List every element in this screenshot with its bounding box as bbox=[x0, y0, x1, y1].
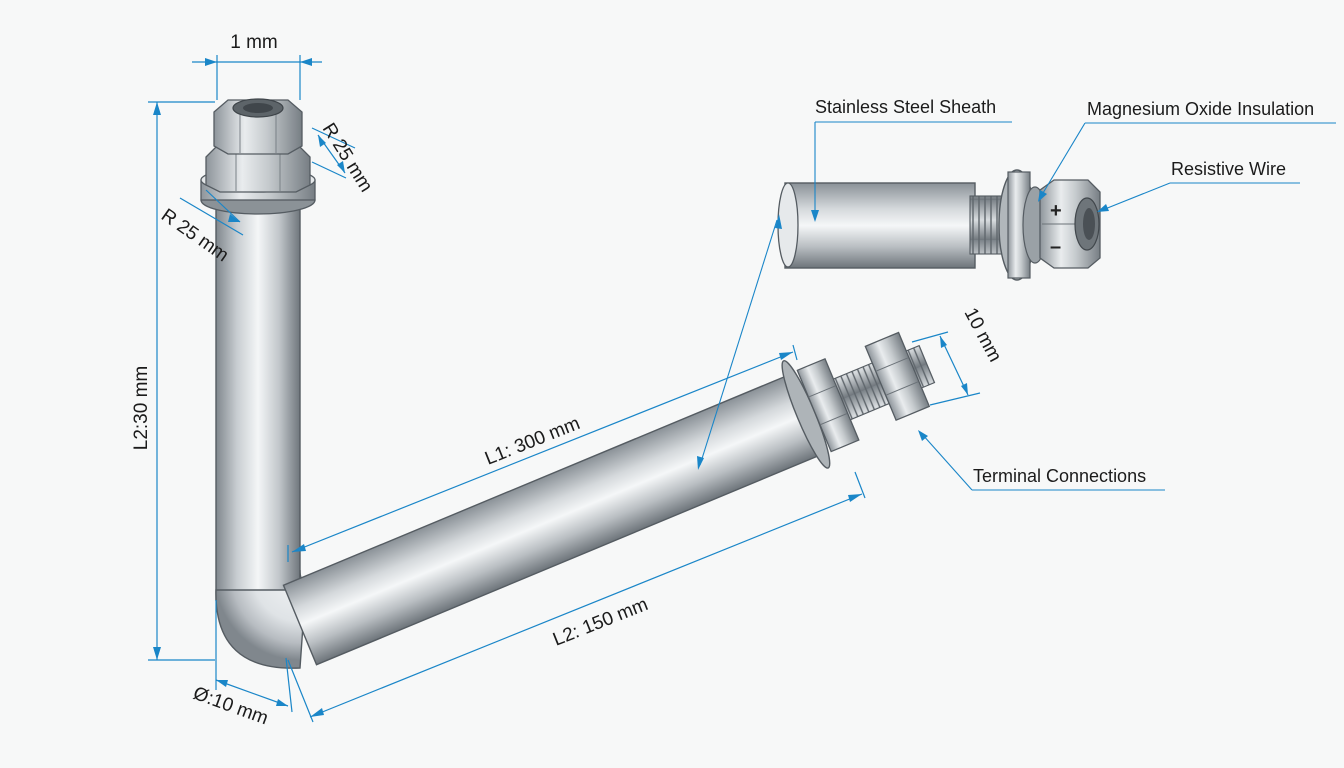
dim-vertical-length-label: L2:30 mm bbox=[131, 366, 152, 450]
tube-diagonal-leg bbox=[282, 331, 936, 666]
tube-bend bbox=[215, 569, 307, 669]
detail-sheath-body bbox=[784, 182, 976, 269]
heating-tube bbox=[215, 204, 936, 669]
callout-leaders bbox=[697, 121, 1336, 491]
detail-sheath: + – bbox=[777, 169, 1101, 281]
callout-terminals-label: Terminal Connections bbox=[973, 466, 1146, 486]
dim-tube-diameter-label: Ø:10 mm bbox=[190, 683, 271, 729]
callout-wire-label: Resistive Wire bbox=[1171, 159, 1286, 179]
terminal-negative-sign: – bbox=[1050, 236, 1061, 258]
dim-diagonal-length-2-label: L2: 150 mm bbox=[550, 594, 651, 651]
detail-thread bbox=[969, 195, 1003, 255]
callout-sheath-label: Stainless Steel Sheath bbox=[815, 97, 996, 117]
dim-top-width-label: 1 mm bbox=[230, 32, 278, 53]
dim-nut-radius-label: R 25 mm bbox=[318, 120, 377, 196]
tube-vertical-leg bbox=[215, 204, 301, 601]
terminal-positive-sign: + bbox=[1050, 200, 1062, 222]
top-fitting bbox=[200, 98, 316, 215]
dim-terminal-thread-label: 10 mm bbox=[960, 304, 1006, 365]
callout-insulation-label: Magnesium Oxide Insulation bbox=[1087, 99, 1314, 119]
dimension-lines bbox=[148, 55, 981, 723]
